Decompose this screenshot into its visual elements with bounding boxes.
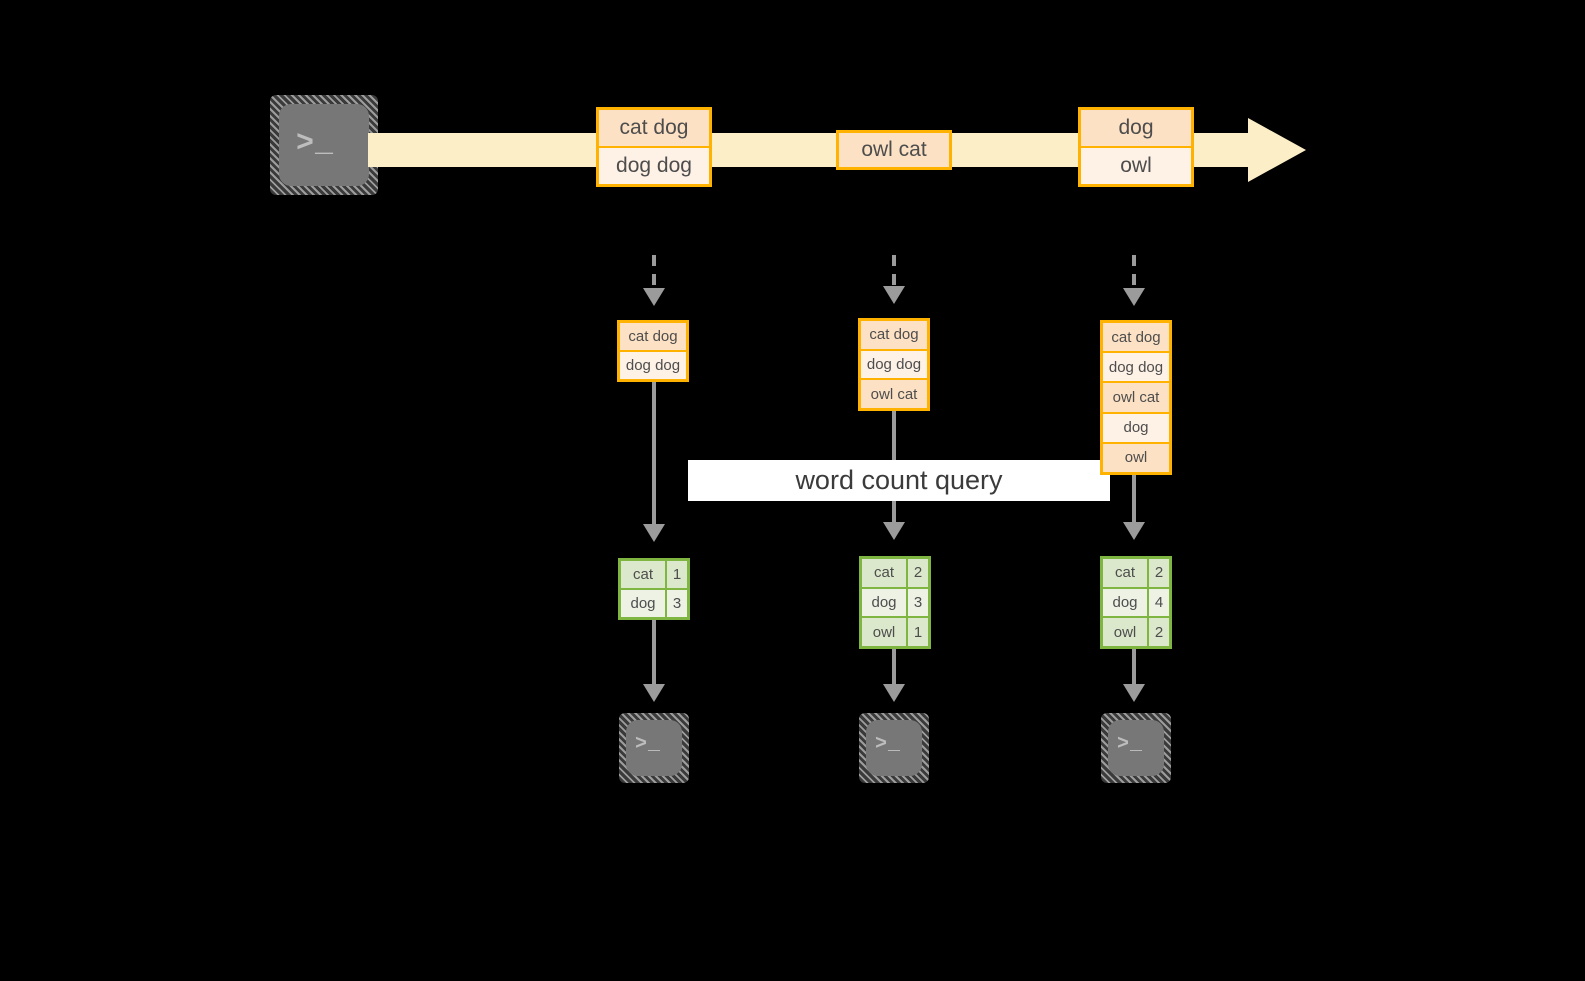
input-line: cat dog [861,321,927,349]
message-line: cat dog [599,110,709,146]
snapshot-1-tap-line [652,255,656,291]
table-row: cat 2 [1103,559,1169,587]
table-row: dog 4 [1103,586,1169,617]
stream-message-2[interactable]: owl cat [836,130,952,170]
snapshot-1-sink-terminal-icon[interactable]: >_ [619,713,689,783]
result-word: cat [862,559,906,587]
snapshot-3-sink-line [1132,649,1136,686]
snapshot-2-sink-line [892,649,896,686]
snapshot-3-query-arrowhead [1123,522,1145,540]
stream-message-1[interactable]: cat dog dog dog [596,107,712,187]
terminal-prompt-glyph: >_ [635,733,662,756]
table-row: owl 2 [1103,616,1169,647]
source-terminal-icon[interactable]: >_ [270,95,378,195]
input-line: owl [1103,441,1169,473]
message-line: owl cat [839,133,949,167]
input-line: owl cat [861,378,927,409]
snapshot-1-result-table[interactable]: cat 1 dog 3 [618,558,690,620]
input-line: cat dog [1103,323,1169,352]
terminal-prompt-glyph: >_ [875,733,902,756]
snapshot-3-sink-arrowhead [1123,684,1145,702]
snapshot-2-sink-arrowhead [883,684,905,702]
table-row: dog 3 [862,586,928,617]
table-row: cat 1 [621,561,687,588]
terminal-prompt-glyph: >_ [296,127,335,161]
table-row: dog 3 [621,588,687,617]
table-row: cat 2 [862,559,928,587]
query-caption-band: word count query [688,460,1110,501]
terminal-face [866,720,922,776]
snapshot-3-input-stack[interactable]: cat dog dog dog owl cat dog owl [1100,320,1172,475]
result-word: dog [621,590,665,617]
result-count: 3 [906,588,928,617]
terminal-face [626,720,682,776]
result-word: cat [621,561,665,588]
result-word: owl [862,618,906,647]
snapshot-2-query-arrowhead [883,522,905,540]
result-count: 3 [665,590,687,617]
result-word: dog [862,588,906,617]
result-count: 4 [1147,588,1169,617]
terminal-prompt-glyph: >_ [1117,733,1144,756]
terminal-face [279,104,369,186]
snapshot-2-result-table[interactable]: cat 2 dog 3 owl 1 [859,556,931,649]
result-count: 2 [1147,618,1169,647]
result-count: 1 [906,618,928,647]
input-line: dog [1103,411,1169,442]
snapshot-1-sink-arrowhead [643,684,665,702]
snapshot-1-query-line [652,382,656,527]
input-line: owl cat [1103,381,1169,412]
input-line: dog dog [1103,351,1169,382]
message-line: dog dog [599,146,709,184]
snapshot-3-query-line [1132,470,1136,525]
snapshot-2-tap-arrowhead [883,286,905,304]
snapshot-3-result-table[interactable]: cat 2 dog 4 owl 2 [1100,556,1172,649]
snapshot-1-sink-line [652,620,656,686]
result-count: 2 [906,559,928,587]
table-row: owl 1 [862,616,928,647]
result-word: cat [1103,559,1147,587]
snapshot-3-sink-terminal-icon[interactable]: >_ [1101,713,1171,783]
input-line: cat dog [620,323,686,350]
snapshot-2-input-stack[interactable]: cat dog dog dog owl cat [858,318,930,411]
message-line: dog [1081,110,1191,146]
snapshot-1-input-stack[interactable]: cat dog dog dog [617,320,689,382]
stream-message-3[interactable]: dog owl [1078,107,1194,187]
result-word: dog [1103,588,1147,617]
snapshot-1-query-arrowhead [643,524,665,542]
snapshot-2-sink-terminal-icon[interactable]: >_ [859,713,929,783]
result-word: owl [1103,618,1147,647]
input-line: dog dog [861,348,927,379]
snapshot-3-tap-arrowhead [1123,288,1145,306]
message-line: owl [1081,146,1191,184]
result-count: 1 [665,561,687,588]
snapshot-1-tap-arrowhead [643,288,665,306]
input-line: dog dog [620,350,686,379]
snapshot-3-tap-line [1132,255,1136,291]
query-caption-label: word count query [795,465,1003,495]
result-count: 2 [1147,559,1169,587]
terminal-face [1108,720,1164,776]
snapshot-2-tap-line [892,255,896,289]
